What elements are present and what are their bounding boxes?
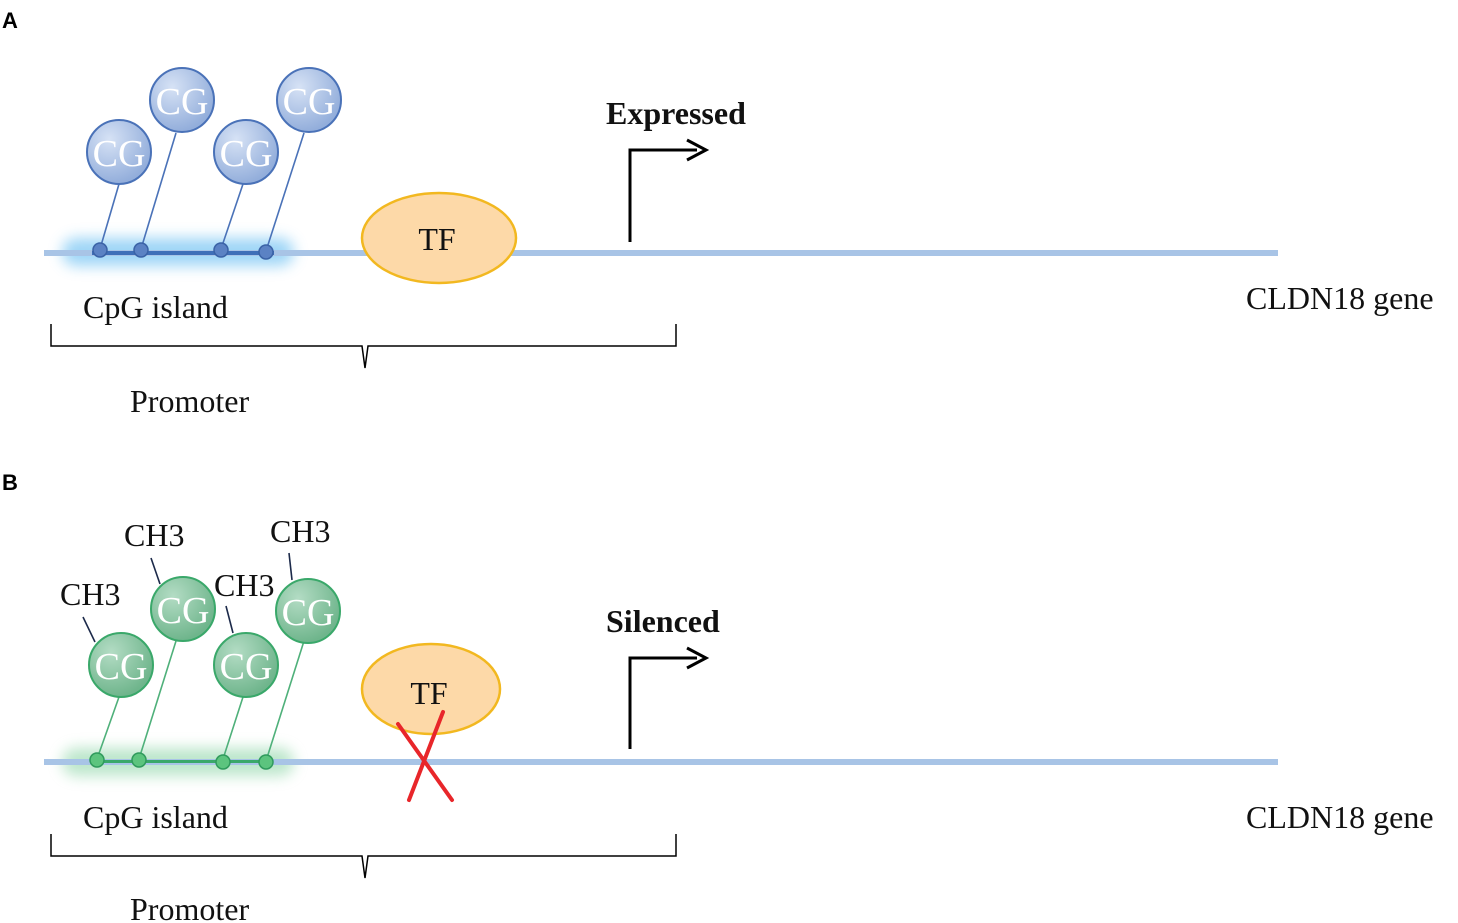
cg-site-2: CG — [149, 67, 215, 133]
cg-anchor-dot — [131, 752, 147, 768]
status-expressed: Expressed — [606, 95, 746, 131]
methyl-stem — [225, 605, 234, 634]
methyl-stem — [288, 552, 293, 581]
panel-a: A CG CG CG — [2, 8, 1434, 419]
methyl-label: CH3 — [270, 513, 330, 549]
transcription-arrow — [628, 646, 710, 749]
cg-anchor-dots — [89, 752, 274, 770]
tf-bound: TF — [360, 191, 518, 285]
cg-site-methylated-3: CG — [213, 632, 279, 698]
cpg-island-segment — [92, 251, 274, 255]
cg-anchor-dot — [89, 752, 105, 768]
panel-a-label: A — [2, 8, 18, 33]
cg-anchor-dot — [92, 242, 108, 258]
cg-label: CG — [283, 81, 336, 123]
panel-b-label: B — [2, 470, 18, 495]
binding-blocked-cross-icon — [396, 710, 454, 802]
tf-unbound: TF — [360, 642, 502, 736]
cg-anchor-dot — [258, 754, 274, 770]
gene-label: CLDN18 gene — [1246, 280, 1434, 316]
gene-label: CLDN18 gene — [1246, 799, 1434, 835]
cg-site-methylated-2: CG — [150, 576, 216, 642]
cg-label: CG — [220, 646, 273, 688]
cg-label: CG — [156, 81, 209, 123]
gene-line — [44, 759, 1278, 765]
promoter-brace — [50, 834, 677, 879]
promoter-brace — [50, 324, 677, 369]
promoter-label: Promoter — [130, 383, 249, 419]
cg-site-methylated-1: CG — [88, 632, 154, 698]
cg-anchor-dot — [215, 754, 231, 770]
cpg-island-segment — [96, 760, 268, 763]
cg-stem — [99, 183, 120, 250]
cg-site-1: CG — [86, 119, 152, 185]
cpg-island-label: CpG island — [83, 799, 228, 835]
panel-b: B CG — [2, 470, 1434, 923]
cg-stem — [138, 640, 177, 760]
promoter-label: Promoter — [130, 891, 249, 923]
cpg-island-label: CpG island — [83, 289, 228, 325]
cg-stems — [96, 640, 305, 762]
cg-anchor-dot — [213, 242, 229, 258]
cg-label: CG — [95, 646, 148, 688]
cg-label: CG — [282, 592, 335, 634]
cg-anchor-dots — [92, 242, 274, 260]
methyl-label: CH3 — [124, 517, 184, 553]
methyl-stem — [82, 616, 96, 643]
cg-stem — [96, 696, 120, 760]
tf-label: TF — [418, 221, 455, 257]
cg-label: CG — [157, 590, 210, 632]
cg-label: CG — [220, 133, 273, 175]
gene-line — [44, 250, 1278, 256]
tf-label: TF — [410, 675, 447, 711]
status-silenced: Silenced — [606, 603, 720, 639]
cg-stem — [265, 640, 305, 762]
cg-stem — [140, 132, 177, 250]
cg-site-3: CG — [213, 119, 279, 185]
cg-site-methylated-4: CG — [275, 578, 341, 644]
methyl-stems — [82, 552, 293, 643]
cg-anchor-dot — [133, 242, 149, 258]
cg-stem — [265, 132, 305, 252]
cg-stem — [222, 696, 244, 760]
cg-site-4: CG — [276, 67, 342, 133]
transcription-arrow — [628, 138, 710, 242]
methyl-label: CH3 — [214, 567, 274, 603]
methyl-label: CH3 — [60, 576, 120, 612]
methyl-stem — [150, 557, 161, 585]
cg-label: CG — [93, 133, 146, 175]
cg-anchor-dot — [258, 244, 274, 260]
cg-stem — [220, 183, 244, 250]
cg-stems — [99, 132, 305, 252]
